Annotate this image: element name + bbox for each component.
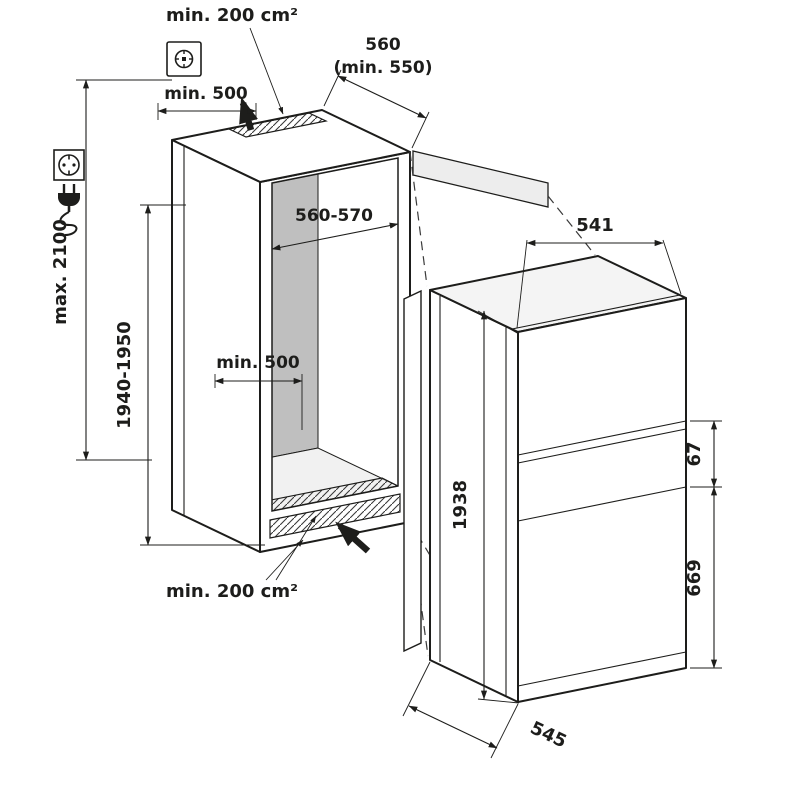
label-appliance-height: 1938 (450, 480, 471, 530)
door-split-line-upper (517, 420, 687, 456)
dim-door-gap: 67 (684, 420, 722, 488)
label-lower-door-height: 669 (684, 559, 705, 597)
dim-base-vent-area: min. 200 cm² (166, 515, 317, 602)
label-top-vent-area: min. 200 cm² (166, 5, 298, 26)
dim-top-clearance: min. 500 (157, 84, 257, 120)
power-outlet-icon (53, 149, 85, 181)
niche-cabinet (171, 96, 411, 554)
label-appliance-depth: 545 (527, 718, 570, 753)
dim-niche-height: 1940-1950 (114, 204, 265, 546)
appliance-side-face (429, 289, 519, 703)
niche-opening-outline (271, 157, 399, 512)
airflow-up-arrow-icon (239, 96, 258, 131)
door-split-line-upper-2 (517, 428, 687, 464)
appliance-front-face (517, 297, 687, 703)
airflow-bottom-arrow-icon (335, 521, 371, 554)
top-vent-hatch (227, 112, 328, 138)
label-niche-interior-width: 560-570 (295, 206, 373, 226)
furniture-panel (412, 150, 549, 208)
projection-line (409, 151, 428, 287)
appliance-plinth-line (517, 651, 687, 687)
label-niche-interior-depth: min. 500 (216, 353, 300, 373)
door-split-line-lower (517, 486, 687, 522)
dim-niche-interior-depth: min. 500 (214, 353, 303, 430)
bottom-vent-hatch (269, 493, 401, 539)
label-niche-height: 1940-1950 (114, 321, 135, 429)
dim-niche-interior-width: 560-570 (271, 206, 399, 257)
label-base-vent-area: min. 200 cm² (166, 581, 298, 602)
appliance (403, 255, 687, 703)
label-ceiling-height-max: max. 2100 (50, 219, 71, 325)
power-plug-icon (58, 184, 80, 236)
dim-lower-door-height: 669 (684, 486, 722, 669)
label-top-clearance: min. 500 (164, 84, 248, 104)
dim-appliance-height: 1938 (450, 310, 520, 704)
label-door-gap: 67 (684, 441, 705, 466)
dim-niche-depth: 560 (min. 550) (323, 35, 433, 149)
label-niche-depth-min: (min. 550) (333, 58, 432, 78)
appliance-side-panel (403, 289, 422, 653)
dim-top-vent-area: min. 200 cm² (166, 5, 298, 115)
label-appliance-width: 541 (576, 215, 614, 236)
dim-ceiling-height-max: max. 2100 (50, 79, 172, 461)
niche-left-face (171, 139, 261, 553)
appliance-top-detail-line (511, 294, 681, 330)
ceiling-vent-icon (166, 41, 202, 77)
label-niche-depth: 560 (365, 35, 401, 55)
dim-appliance-width: 541 (516, 215, 682, 329)
